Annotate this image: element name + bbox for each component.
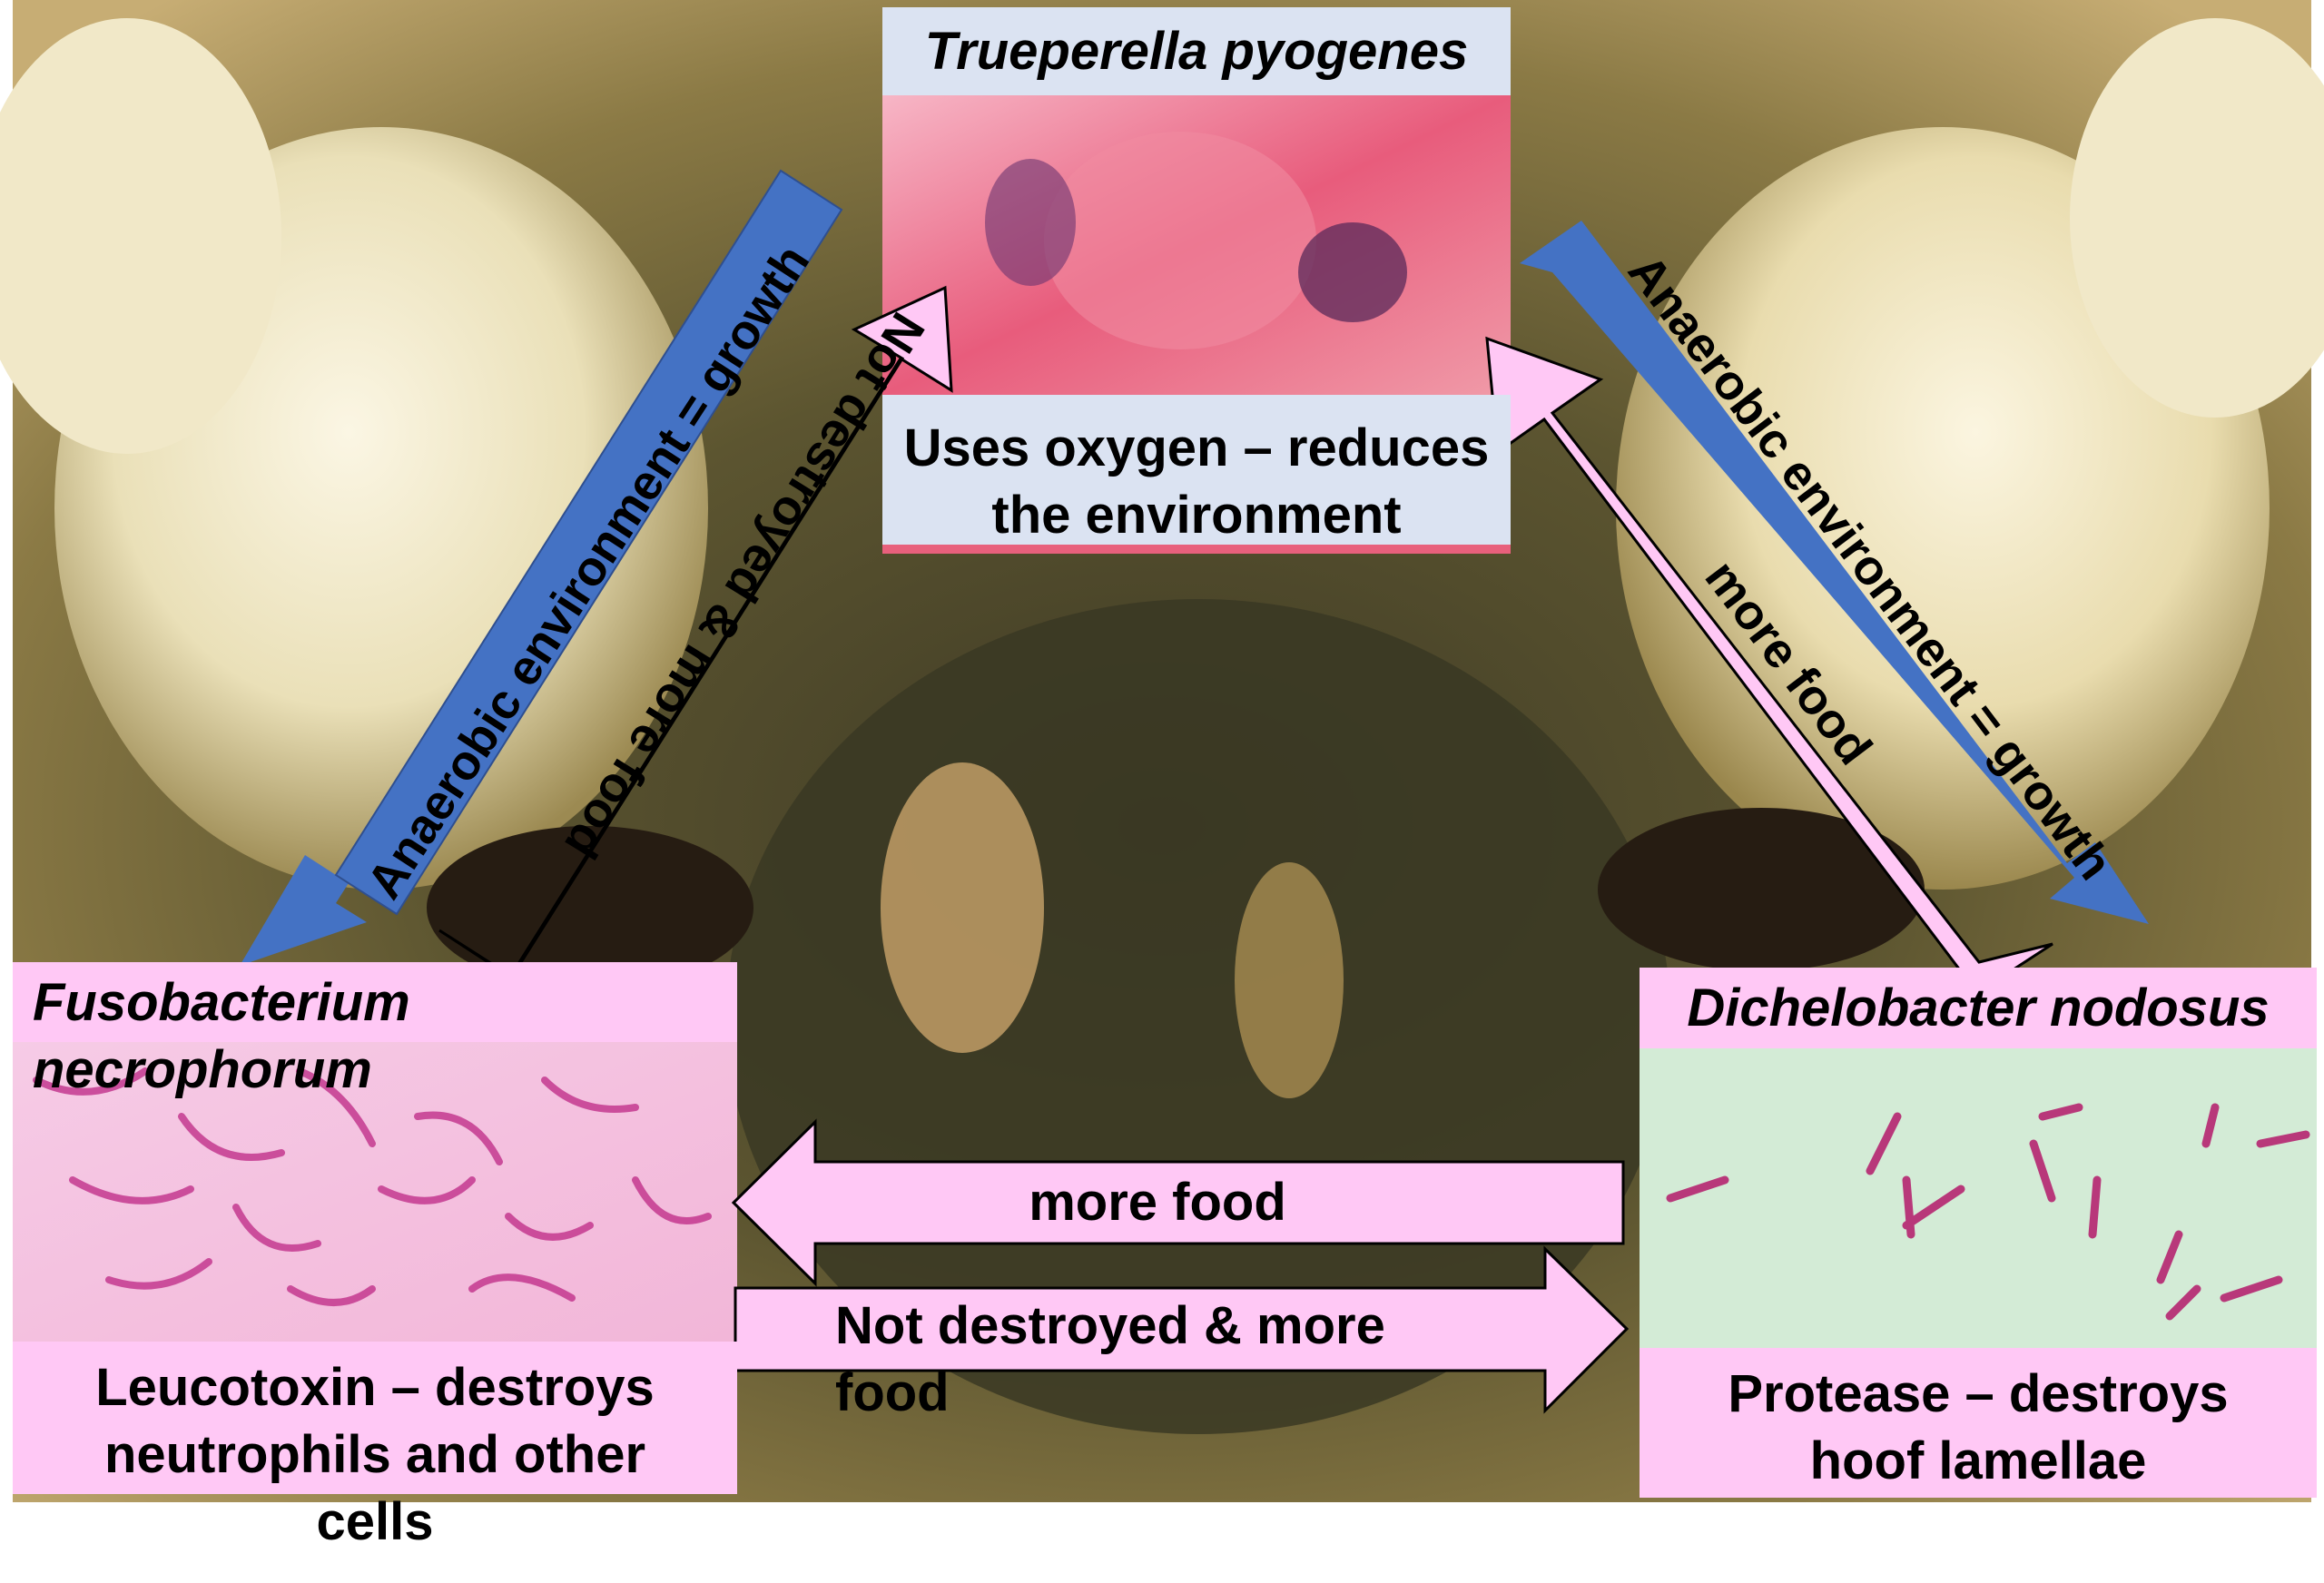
- arrow-right-to-left: [731, 1118, 1625, 1287]
- arrow-right-to-top: [1485, 336, 2053, 996]
- trueperella-micrograph: [882, 95, 1511, 554]
- arrow-label-right-to-left: more food: [1029, 1173, 1286, 1232]
- arrow-top-to-right: [1520, 221, 2149, 924]
- trueperella-title: Trueperella pyogenes: [882, 7, 1511, 95]
- arrow-left-to-top: [438, 285, 953, 979]
- trueperella-description: Uses oxygen – reduces the environment: [882, 395, 1511, 545]
- dichelobacter-description: Protease – destroys hoof lamellae: [1640, 1348, 2317, 1498]
- fusobacterium-micrograph: [13, 1042, 737, 1342]
- dichelobacter-title: Dichelobacter nodosus: [1640, 968, 2317, 1048]
- arrow-left-to-right: [734, 1245, 1630, 1414]
- dichelobacter-micrograph: [1640, 1048, 2317, 1348]
- fusobacterium-title: Fusobacterium necrophorum: [13, 962, 737, 1099]
- fusobacterium-description: Leucotoxin – destroys neutrophils and ot…: [13, 1342, 737, 1551]
- arrow-label-left-to-right: Not destroyed & more food: [835, 1296, 1385, 1422]
